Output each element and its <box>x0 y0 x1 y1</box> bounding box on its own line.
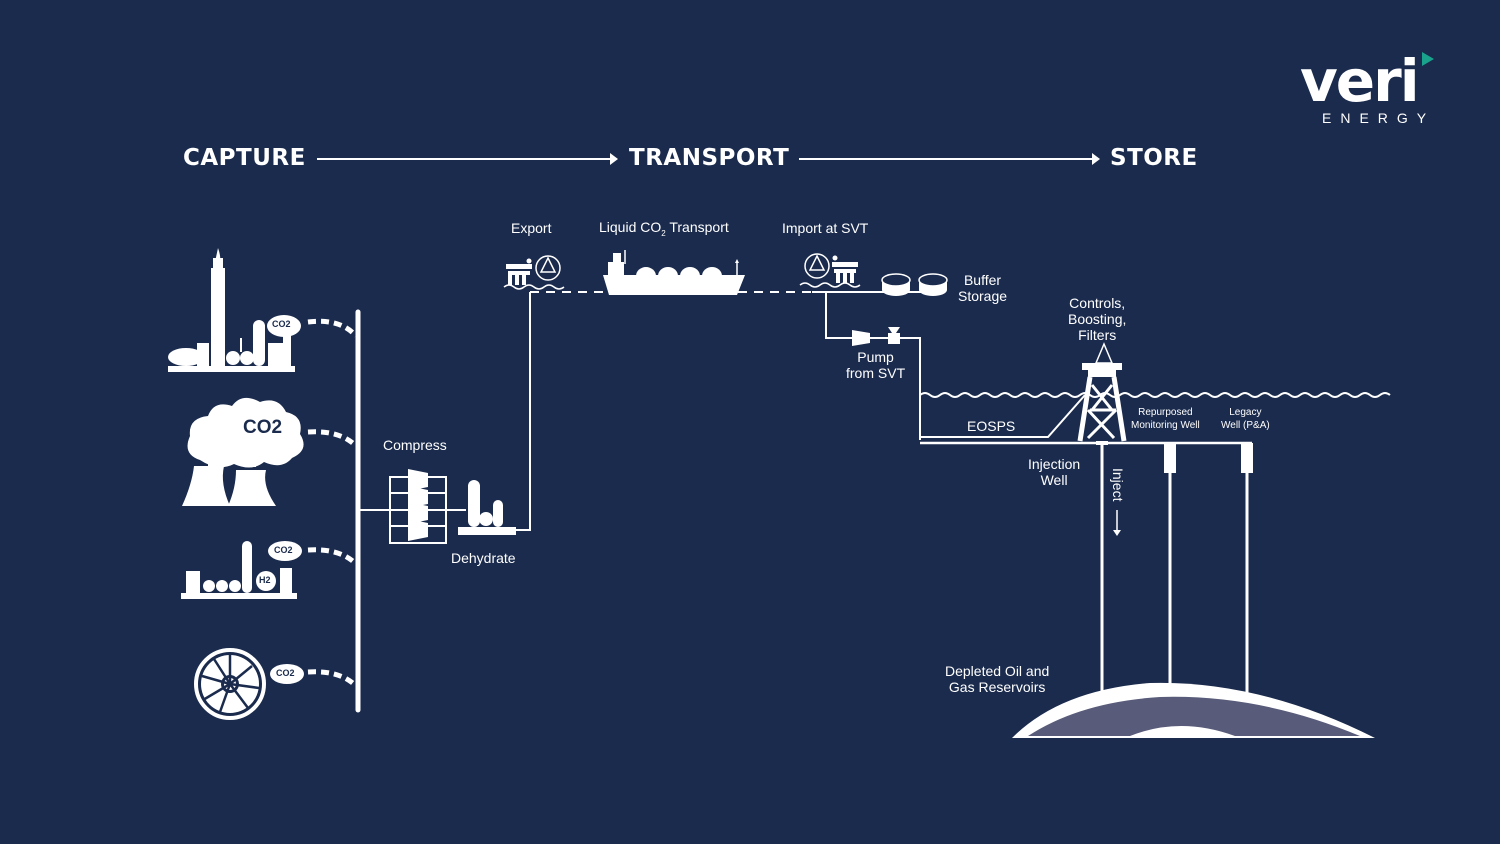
h2-badge: H2 <box>259 575 271 585</box>
controls-label: Controls, Boosting, Filters <box>1068 295 1126 343</box>
dehydrate-label: Dehydrate <box>451 550 516 566</box>
offshore-platform-icon <box>1077 342 1127 442</box>
power-plant-cooling-towers-icon <box>182 397 304 506</box>
reservoir-label-line: Depleted Oil and <box>945 663 1050 679</box>
refinery-icon <box>168 248 295 372</box>
buffer-label-line: Buffer <box>963 272 1002 288</box>
stage-capture: CAPTURE <box>183 145 306 171</box>
ship-label: Liquid CO2 Transport <box>599 219 729 242</box>
co2-badge: CO2 <box>274 545 293 555</box>
reservoir-label: Depleted Oil and Gas Reservoirs <box>945 663 1049 695</box>
compressor-bank-icon <box>358 469 466 544</box>
controls-label-line: Controls, <box>1069 295 1126 311</box>
stage-arrow-capture-transport <box>317 153 618 165</box>
eosps-pipeline <box>920 394 1086 438</box>
import-terminal-icon <box>799 253 861 288</box>
export-label: Export <box>511 220 552 236</box>
legacy-label-line: Legacy <box>1229 407 1262 418</box>
ship-label-subscript: 2 <box>661 228 666 238</box>
emission-flow <box>307 429 358 448</box>
sea-surface <box>919 392 1391 398</box>
injection-label-line: Well <box>1040 472 1068 488</box>
injection-well-label: Injection Well <box>1028 456 1080 488</box>
pump-label-line: Pump <box>857 349 894 365</box>
stage-store: STORE <box>1110 145 1198 171</box>
repurposed-monitoring-well <box>1164 443 1176 708</box>
export-pipe <box>516 292 531 531</box>
import-label: Import at SVT <box>782 220 869 236</box>
repurposed-well-label: Repurposed Monitoring Well <box>1131 406 1200 432</box>
emission-flows <box>307 318 358 688</box>
brand-logo: veri ENERGY <box>1300 47 1440 126</box>
reservoir-label-line: Gas Reservoirs <box>948 679 1046 695</box>
depleted-reservoir <box>1012 682 1375 738</box>
repurposed-label-line: Repurposed <box>1138 407 1193 418</box>
lco2-carrier-ship-icon <box>603 250 745 295</box>
legacy-label-line: Well (P&A) <box>1221 420 1270 431</box>
pump-pipe <box>825 292 921 440</box>
buffer-label-line: Storage <box>958 288 1008 304</box>
controls-label-line: Filters <box>1078 327 1117 343</box>
emission-flow <box>307 547 358 566</box>
injection-well <box>1096 441 1108 722</box>
export-terminal-icon <box>503 255 565 290</box>
eosps-label: EOSPS <box>967 418 1016 434</box>
pump-icon <box>852 327 900 346</box>
brand-name: veri <box>1300 47 1420 115</box>
injection-label-line: Injection <box>1028 456 1081 472</box>
co2-cloud-small <box>267 315 301 337</box>
brand-sub: ENERGY <box>1322 110 1436 126</box>
legacy-well-label: Legacy Well (P&A) <box>1221 406 1270 432</box>
buffer-storage-tanks-icon <box>881 273 948 296</box>
controls-label-line: Boosting, <box>1068 311 1127 327</box>
inject-label: Inject <box>1110 468 1126 502</box>
buffer-storage-label: Buffer Storage <box>958 272 1007 304</box>
stage-transport: TRANSPORT <box>629 145 790 171</box>
hydrogen-plant-icon <box>181 541 302 599</box>
co2-badge: CO2 <box>276 668 295 678</box>
ship-label-prefix: Liquid CO <box>599 219 662 235</box>
ship-label-suffix: Transport <box>665 219 729 235</box>
emission-flow <box>307 669 358 688</box>
compress-label: Compress <box>383 437 447 453</box>
inject-arrow <box>1113 510 1121 536</box>
co2-badge: CO2 <box>272 319 291 329</box>
brand-accent-flag-icon <box>1422 52 1434 66</box>
pump-label: Pump from SVT <box>846 349 905 381</box>
stage-arrow-transport-store <box>799 153 1100 165</box>
turbine-fan-icon <box>194 648 304 720</box>
repurposed-label-line: Monitoring Well <box>1131 420 1200 431</box>
co2-badge-large: CO2 <box>243 417 283 438</box>
legacy-well <box>1241 443 1253 712</box>
pump-label-line: from SVT <box>846 365 906 381</box>
emission-flow <box>307 318 358 338</box>
dehydration-unit-icon <box>458 480 516 535</box>
